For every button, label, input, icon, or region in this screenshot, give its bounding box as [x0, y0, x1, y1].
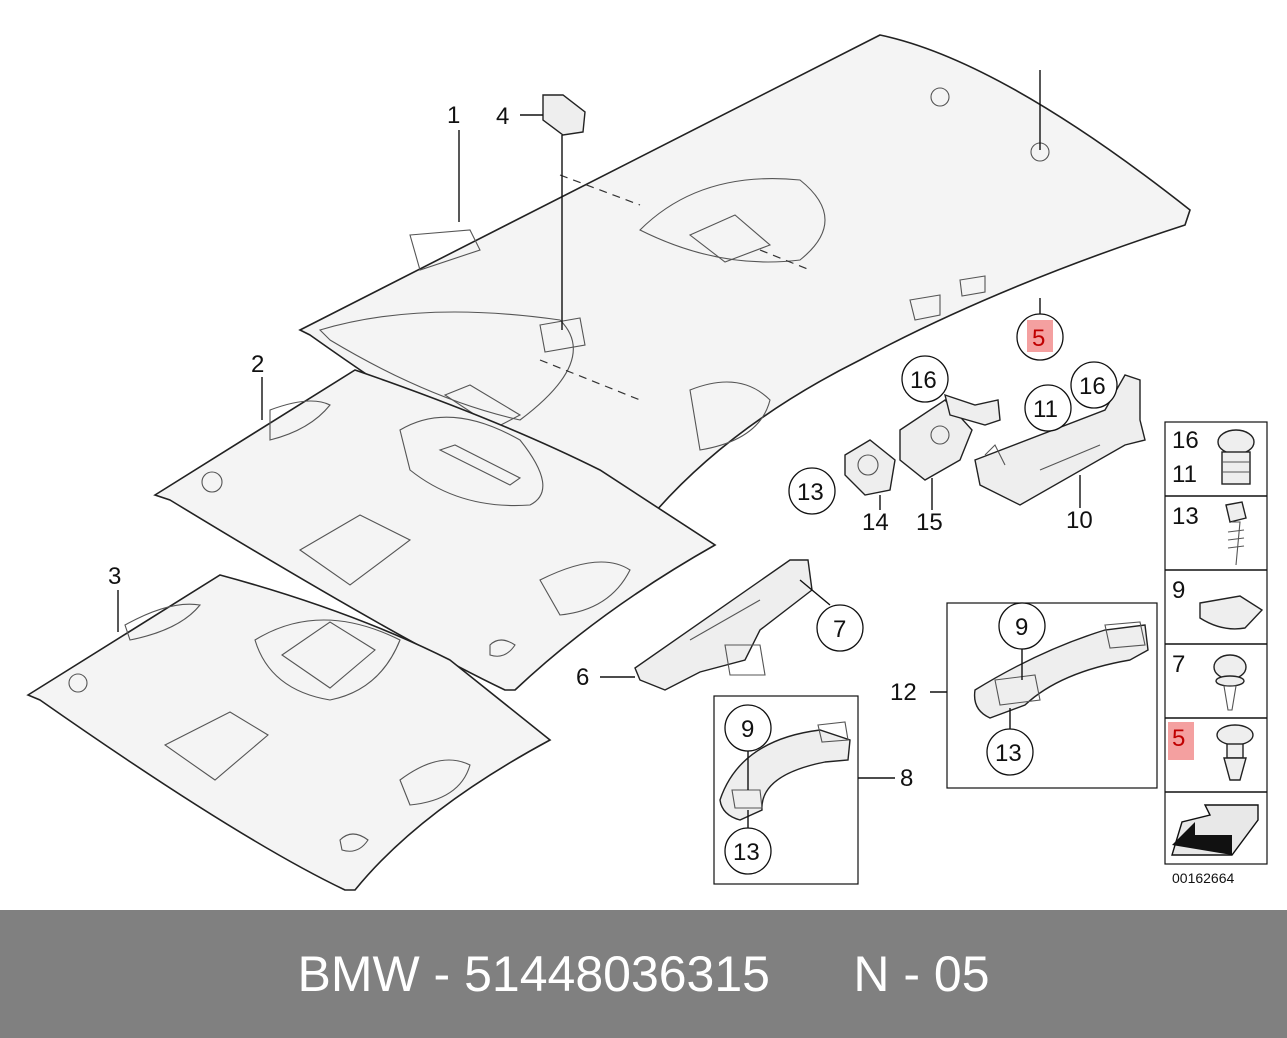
label-7: 7 — [833, 616, 846, 643]
label-10: 10 — [1066, 507, 1093, 534]
part-number-text: BMW - 51448036315 — [297, 946, 770, 1002]
footer-spacer — [770, 945, 853, 1003]
label-12: 12 — [890, 679, 917, 706]
footer-banner: BMW - 51448036315 N - 05 — [0, 910, 1287, 1038]
legend-item-5: 5 — [1168, 722, 1254, 781]
label-8: 8 — [900, 765, 913, 792]
part-14-15-16-hardware — [844, 393, 1001, 510]
legend-item-13: 13 — [1172, 501, 1247, 566]
part-8-handle-box — [713, 695, 895, 885]
cover-pad-icon — [1199, 595, 1264, 630]
label-3: 3 — [108, 563, 121, 590]
label-16b: 16 — [1079, 373, 1106, 400]
label-6: 6 — [576, 664, 589, 691]
label-13b: 13 — [995, 740, 1022, 767]
label-1: 1 — [447, 102, 460, 129]
label-16a: 16 — [910, 367, 937, 394]
label-2: 2 — [251, 351, 264, 378]
parts-diagram: 1 2 3 4 6 8 10 12 14 15 5 7 9 13 9 13 13… — [26, 34, 1268, 891]
legend-item-9: 9 — [1172, 577, 1264, 630]
callout-16b: 16 — [1070, 361, 1118, 409]
callout-7: 7 — [816, 604, 864, 652]
bolt-washer-icon — [1213, 654, 1247, 711]
label-13c: 13 — [797, 479, 824, 506]
expanding-rivet-icon — [1216, 724, 1254, 781]
fastener-legend: 16 11 13 9 — [1164, 421, 1268, 865]
legend-item-16-11: 16 11 — [1172, 427, 1255, 488]
part-12-handle-box — [930, 602, 1158, 789]
callout-13c: 13 — [788, 467, 836, 515]
headliner-panel-2 — [153, 369, 717, 691]
label-9b: 9 — [1015, 614, 1028, 641]
svg-text:11: 11 — [1172, 461, 1197, 488]
label-9a: 9 — [741, 716, 754, 743]
svg-text:13: 13 — [1172, 503, 1199, 530]
label-5: 5 — [1032, 325, 1045, 352]
highlight-5-legend — [1168, 722, 1194, 760]
label-4: 4 — [496, 103, 509, 130]
label-11: 11 — [1033, 396, 1058, 423]
label-14: 14 — [862, 509, 889, 536]
diagram-reference-number: 00162664 — [1172, 870, 1235, 886]
callout-13b: 13 — [986, 728, 1034, 776]
callout-5: 5 — [1016, 313, 1064, 361]
part-4-clip — [520, 94, 586, 330]
callout-9a: 9 — [724, 704, 772, 752]
nut-icon — [1217, 429, 1255, 485]
callout-9b: 9 — [998, 602, 1046, 650]
legend-item-7: 7 — [1172, 651, 1247, 711]
direction-arrow-icon — [1171, 804, 1259, 856]
callout-16a: 16 — [901, 355, 949, 403]
highlight-5-diagram — [1027, 320, 1053, 352]
label-13a: 13 — [733, 839, 760, 866]
label-15: 15 — [916, 509, 943, 536]
svg-text:16: 16 — [1172, 427, 1199, 454]
version-text: N - 05 — [853, 946, 990, 1002]
callout-11: 11 — [1024, 384, 1072, 432]
svg-text:9: 9 — [1172, 577, 1185, 604]
callout-13a: 13 — [724, 827, 772, 875]
svg-text:5: 5 — [1172, 725, 1185, 752]
headliner-panel-3 — [26, 574, 552, 891]
screw-icon — [1225, 501, 1247, 566]
svg-text:7: 7 — [1172, 651, 1185, 678]
part-6-7-bracket — [600, 559, 831, 691]
